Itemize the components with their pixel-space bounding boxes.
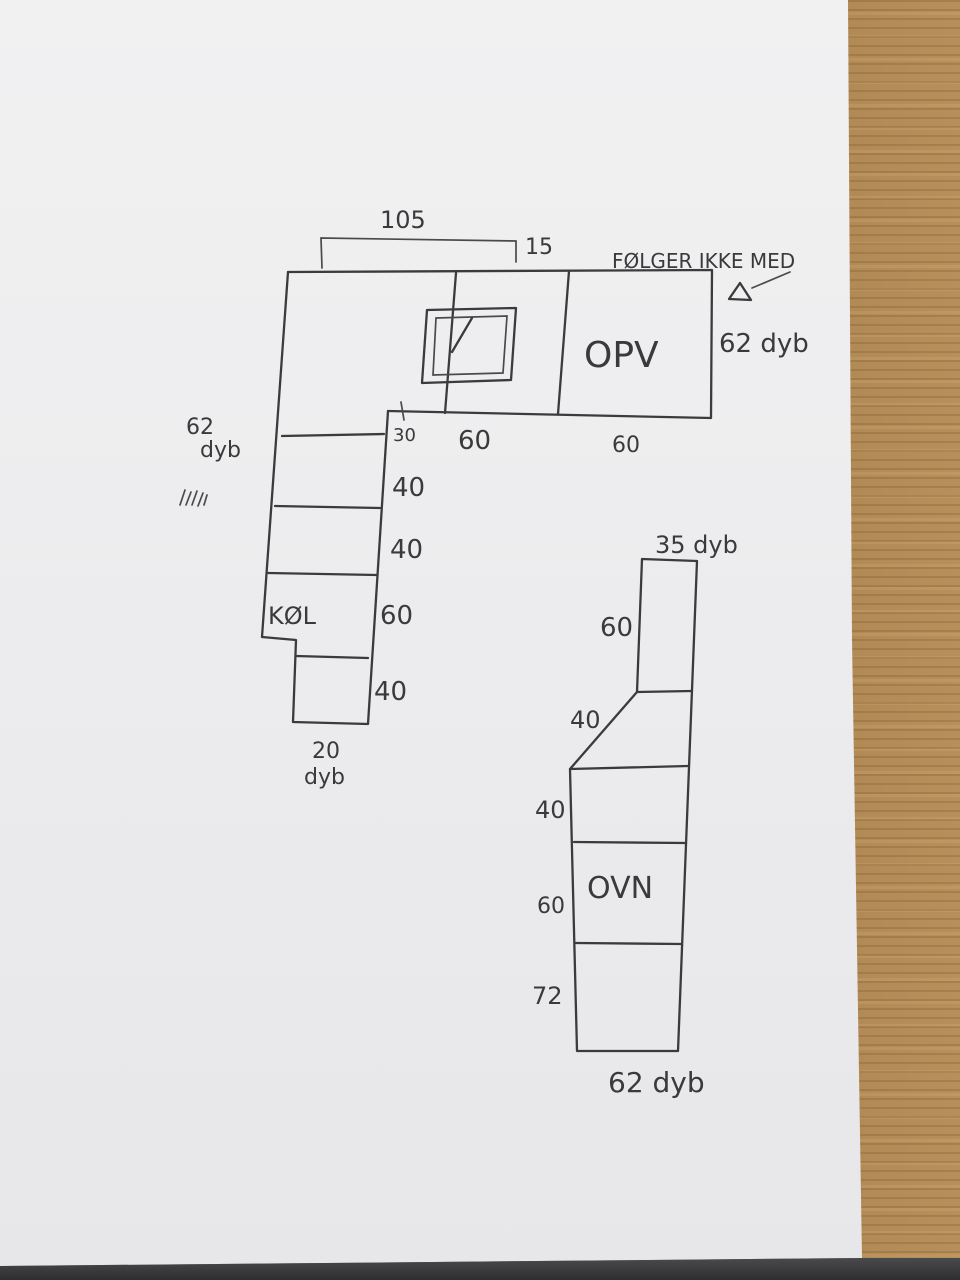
label-depth-left-62: 62 — [186, 415, 214, 440]
divider-sink-left — [443, 271, 458, 415]
left-divider-2 — [273, 504, 382, 510]
tall-unit — [568, 557, 699, 1053]
sink-basin — [432, 315, 508, 376]
label-15: 15 — [525, 235, 553, 260]
label-tall-seg-60-oven: 60 — [537, 894, 565, 919]
label-tall-seg-40-taper: 40 — [570, 706, 601, 734]
scribble-mark — [179, 489, 208, 507]
label-not-included: FØLGER IKKE MED — [612, 249, 795, 273]
label-seg-40c: 40 — [374, 677, 407, 707]
corner-tick — [400, 401, 405, 421]
label-depth-left-dyb: dyb — [200, 438, 241, 463]
left-run-outline — [260, 270, 390, 726]
label-tall-seg-40: 40 — [535, 796, 566, 824]
label-tall-depth-bottom: 62 dyb — [608, 1066, 705, 1099]
left-divider-1 — [280, 432, 386, 438]
tap — [450, 316, 474, 354]
label-depth-bottom-dyb: dyb — [304, 765, 345, 790]
label-dishwasher: OPV — [584, 335, 659, 376]
label-tall-seg-72: 72 — [532, 982, 563, 1010]
left-divider-3 — [266, 571, 379, 577]
label-oven: OVN — [587, 871, 653, 906]
label-width-dishwasher: 60 — [612, 433, 640, 458]
label-seg-40b: 40 — [390, 535, 423, 565]
sink — [420, 306, 518, 385]
label-seg-30: 30 — [393, 425, 416, 446]
label-fridge: KØL — [268, 602, 317, 630]
l-shaped-counter — [179, 237, 791, 726]
arrow-line — [751, 271, 791, 289]
tall-divider-3 — [572, 840, 688, 845]
tall-unit-outline — [568, 557, 699, 1053]
label-105: 105 — [380, 206, 426, 234]
label-depth-bottom-20: 20 — [312, 739, 340, 764]
label-depth-right: 62 dyb — [719, 329, 809, 359]
left-divider-4 — [294, 654, 370, 660]
divider-sink-right — [556, 269, 571, 416]
label-width-sink: 60 — [458, 426, 491, 456]
label-depth-top: 35 dyb — [655, 531, 738, 559]
tall-divider-4 — [574, 941, 683, 946]
tall-divider-2 — [568, 764, 690, 771]
label-seg-60: 60 — [380, 601, 413, 631]
upper-run-outline — [286, 268, 714, 420]
label-seg-40a: 40 — [392, 473, 425, 503]
warning-triangle-icon — [727, 281, 753, 302]
label-tall-seg-60: 60 — [600, 613, 633, 643]
dimension-bracket-105 — [320, 237, 517, 269]
tall-divider-1 — [635, 689, 694, 694]
